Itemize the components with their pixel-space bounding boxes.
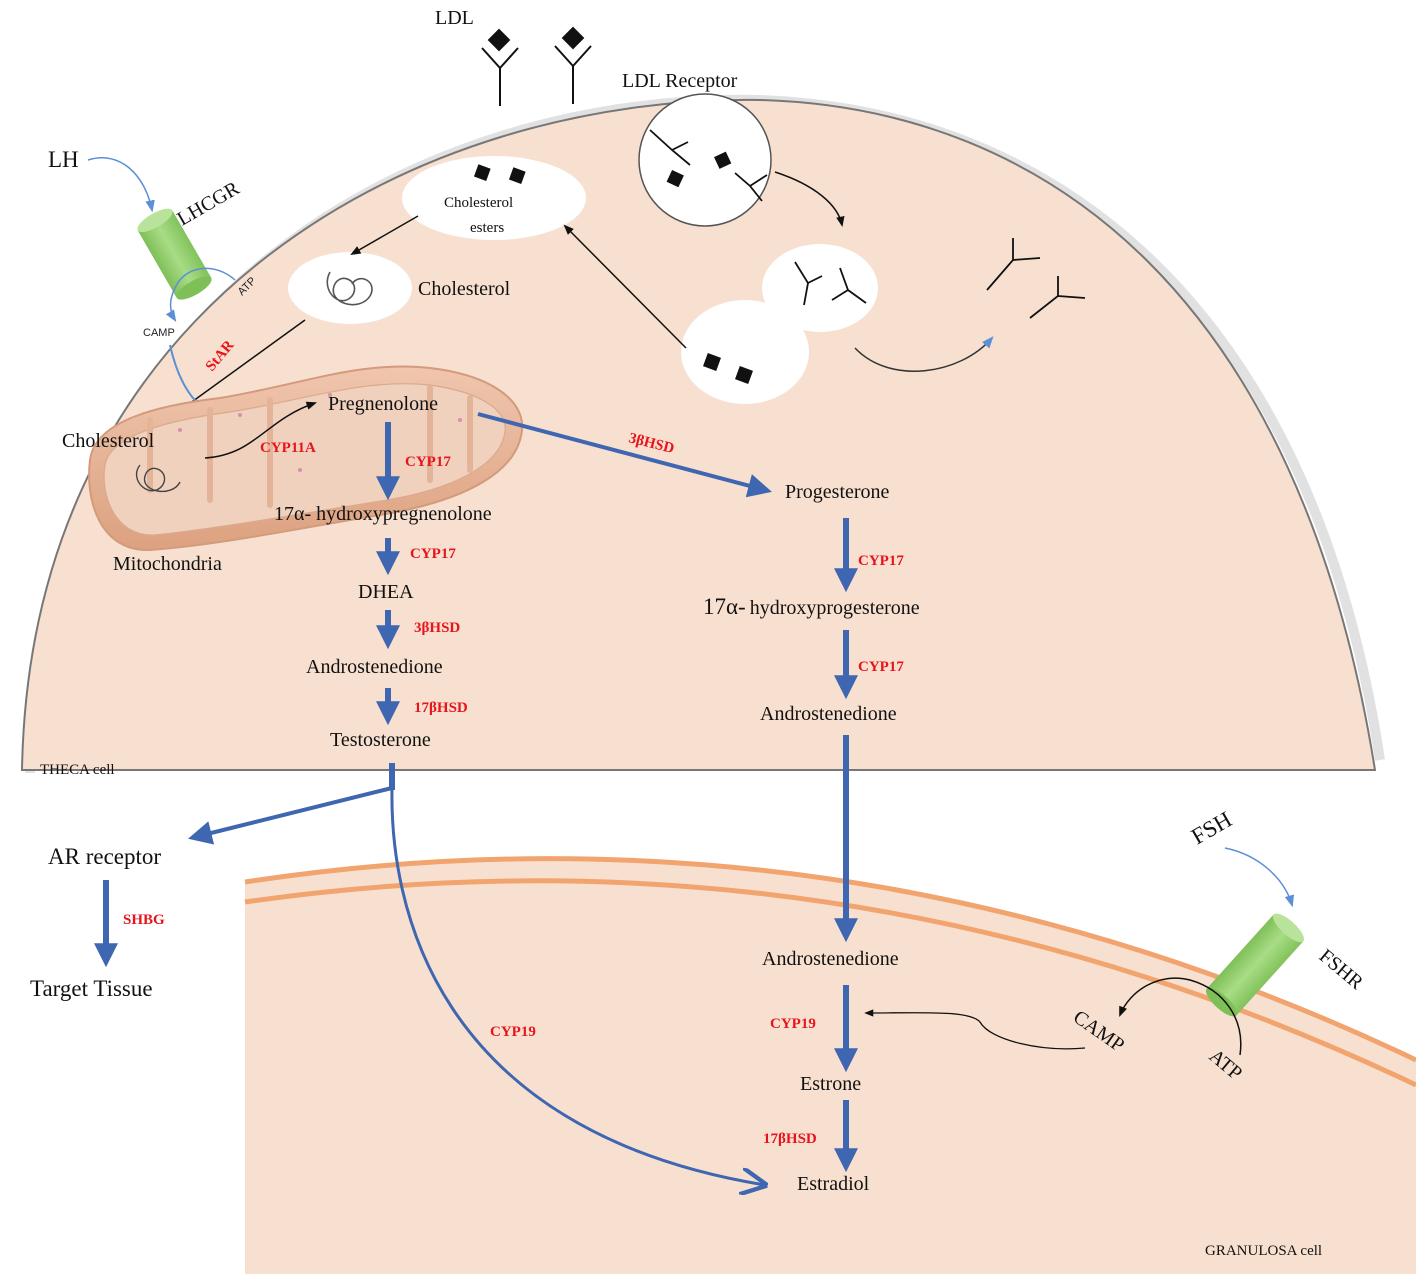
svg-text:17α- hydroxypregnenolone: 17α- hydroxypregnenolone [274,503,492,525]
arrow-preg-to-progesterone [477,412,772,498]
cyp19-label: CYP19 [770,1016,816,1032]
svg-text:17α- hydroxyprogesterone: 17α- hydroxyprogesterone [703,594,920,619]
arrow-receptor-recycle [854,336,994,372]
cholesterol-esters-label-2: esters [470,220,504,236]
arrow-vesicle-to-endosome [774,171,845,228]
mitochondria-label: Mitochondria [113,553,222,575]
arrow-esters-to-cholesterol [350,215,419,256]
camp-theca-label: CAMP [143,327,175,339]
endocytic-vesicle [638,93,772,227]
recycled-receptors [986,238,1086,319]
granulosa-cell-body [245,858,1416,1274]
theca-cell-label: THECA cell [40,762,115,778]
hydroxypregnenolone-prefix: 17α- [274,503,311,525]
hydroxyprogesterone-label: hydroxyprogesterone [750,597,920,619]
cyp17-2-label: CYP17 [410,546,456,562]
lhcgr-label: LHCGR [174,177,244,230]
hsd17b-granulosa-label: 17βHSD [763,1131,817,1147]
dhea-label: DHEA [358,581,414,603]
ldl-receptors [481,26,592,106]
ldl-receptor-1 [481,28,519,106]
cyp17-4-label: CYP17 [858,659,904,675]
ldl-label: LDL [435,7,474,29]
cholesterol-vesicle-label: Cholesterol [418,278,511,300]
pregnenolone-label: Pregnenolone [328,393,438,415]
fshr-label: FSHR [1315,945,1368,994]
arrow-cholesterol-to-pregnenolone [204,401,317,459]
androstenedione-right-label: Androstenedione [760,703,897,725]
testosterone-label: Testosterone [330,729,431,751]
hsd3b-left-label: 3βHSD [414,620,460,636]
cyp17-3-label: CYP17 [858,553,904,569]
androstenedione-granulosa-label: Androstenedione [762,948,899,970]
arrow-testo-to-ar [188,786,393,845]
arrow-atp-to-camp-granulosa [1119,977,1242,1056]
ldl-receptor-label: LDL Receptor [622,70,738,92]
endosome [681,244,878,404]
arrow-atp-to-camp-theca [165,267,236,323]
arrow-camp-to-cyp19 [864,1009,1086,1050]
lh-label: LH [48,147,79,172]
hydroxypregnenolone-label: hydroxypregnenolone [316,503,492,525]
ldl-receptor-2 [554,26,592,104]
lhcgr-receptor [137,208,212,300]
progesterone-label: Progesterone [785,481,890,503]
cyp17-1-label: CYP17 [405,454,451,470]
cholesterol-mito-label: Cholesterol [62,430,155,452]
arrow-endosome-to-esters [563,224,687,349]
fsh-label: FSH [1187,807,1236,850]
arrow-lh-to-receptor [87,157,155,213]
estrone-label: Estrone [800,1073,861,1095]
cyp19-curve-label: CYP19 [490,1024,536,1040]
shbg-label: SHBG [123,912,165,928]
fshr-receptor [1205,913,1305,1017]
cholesterol-vesicle [288,252,412,324]
cholesterol-esters-label-1: Cholesterol [444,195,513,211]
arrow-fsh-to-receptor [1224,847,1295,908]
cholesterol-esters-vesicle [402,156,586,240]
arrow-testo-to-estradiol [390,787,765,1185]
estradiol-label: Estradiol [797,1173,870,1195]
androstenedione-left-label: Androstenedione [306,656,443,678]
hydroxyprogesterone-prefix: 17α- [703,594,746,619]
ar-receptor-label: AR receptor [48,844,161,869]
granulosa-inner-membrane [244,878,1416,1088]
cyp11a-label: CYP11A [260,440,316,456]
target-tissue-label: Target Tissue [30,976,153,1001]
mitochondrion [88,365,524,552]
hsd17b-left-label: 17βHSD [414,700,468,716]
granulosa-cell-label: GRANULOSA cell [1205,1243,1322,1259]
